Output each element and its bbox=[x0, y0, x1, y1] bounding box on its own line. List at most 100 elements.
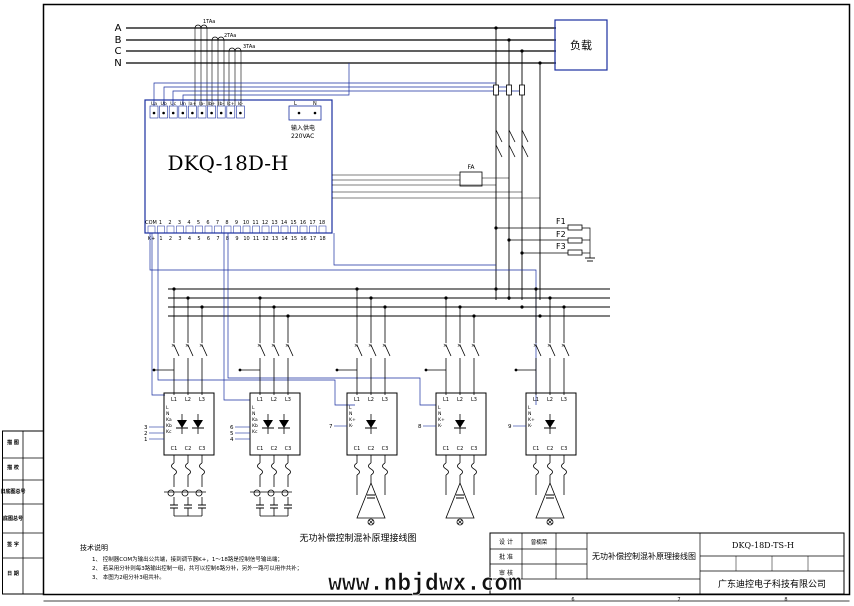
discharge-lamp-icon bbox=[368, 519, 374, 525]
terminal-box bbox=[166, 225, 175, 234]
terminal-label: 9 bbox=[235, 220, 238, 226]
breaker-contact bbox=[356, 344, 363, 357]
terminal-label: 14 bbox=[281, 220, 287, 226]
designer-name: 曾楠荣 bbox=[531, 538, 548, 546]
reactor-icon bbox=[285, 462, 291, 476]
breaker-mark: × bbox=[185, 343, 189, 349]
fuses-f: F1 F2 F3 bbox=[556, 217, 583, 256]
terminal-label: 11 bbox=[252, 220, 258, 226]
module-terminal-label: L3 bbox=[199, 397, 205, 403]
breaker-mark: × bbox=[354, 343, 358, 349]
breaker-contact bbox=[445, 344, 452, 357]
terminal-label: 6 bbox=[206, 220, 209, 226]
terminal-label: 13 bbox=[271, 220, 277, 226]
terminal-label: COM bbox=[145, 220, 157, 226]
module-terminal-label: L1 bbox=[171, 397, 177, 403]
module-input-label: L bbox=[438, 405, 441, 411]
grid-number: 7 bbox=[677, 597, 680, 603]
fuse-label: F2 bbox=[556, 230, 566, 239]
bus-junction bbox=[494, 287, 498, 291]
title-block: 设 计 批 准 审 核 曾楠荣 无功补偿控制混补原理接线图 DKQ-18D-TS… bbox=[489, 532, 845, 595]
ct-label: 2TAa bbox=[224, 33, 236, 39]
power-terminal-screw bbox=[313, 111, 317, 115]
output-label: 5 bbox=[197, 236, 200, 242]
terminal-label: Ib+ bbox=[208, 101, 216, 107]
module-terminal-label: C3 bbox=[561, 446, 568, 452]
output-label: 8 bbox=[226, 236, 229, 242]
output-label: 13 bbox=[272, 236, 278, 242]
discharge-lamp-icon bbox=[456, 518, 464, 526]
discharge-lamp-icon bbox=[547, 519, 553, 525]
reactor-icon bbox=[533, 462, 539, 476]
capacitor-icon bbox=[281, 489, 289, 497]
terminal-label: Ia- bbox=[199, 101, 205, 107]
module-terminal-label: C3 bbox=[382, 446, 389, 452]
module-terminal-label: C2 bbox=[457, 446, 464, 452]
control-wire-number: 3 bbox=[144, 425, 148, 431]
breaker-mark: × bbox=[561, 343, 565, 349]
bus-junction bbox=[238, 368, 242, 372]
ground-lead bbox=[582, 227, 591, 258]
breaker-mark: × bbox=[533, 343, 537, 349]
capacitor-icon bbox=[267, 489, 275, 497]
bus-label-a: A bbox=[115, 23, 122, 34]
fuse-fa-label: FA bbox=[467, 164, 475, 171]
module-terminal-label: C1 bbox=[533, 446, 540, 452]
control-output bbox=[223, 233, 250, 401]
breaker-mark: × bbox=[271, 343, 275, 349]
capacitor-icon bbox=[195, 489, 203, 497]
terminal-label: 3 bbox=[178, 220, 181, 226]
breaker-contact bbox=[273, 344, 280, 357]
breaker-contact bbox=[473, 344, 480, 357]
fuse-label: F3 bbox=[556, 242, 566, 251]
module-terminal-label: C1 bbox=[354, 446, 361, 452]
power-terminal-block bbox=[288, 105, 322, 121]
control-output bbox=[333, 233, 496, 266]
switch-contact bbox=[495, 129, 503, 143]
terminal-label: 5 bbox=[197, 220, 200, 226]
terminal-label: 2 bbox=[168, 220, 171, 226]
module-body bbox=[435, 392, 487, 456]
terminal-box bbox=[176, 225, 184, 234]
discharge-lamp-icon bbox=[546, 518, 554, 526]
control-output bbox=[151, 233, 165, 396]
module-input-label: Kb bbox=[252, 423, 258, 429]
breaker-mark: × bbox=[171, 343, 175, 349]
bus-label-n: N bbox=[114, 58, 121, 69]
ct-label: 3TAa bbox=[243, 44, 255, 50]
breaker-contact bbox=[201, 344, 208, 357]
control-wiring bbox=[149, 26, 610, 406]
terminal-label: 15 bbox=[290, 220, 296, 226]
terminal-screw bbox=[210, 111, 213, 115]
module-terminal-label: C2 bbox=[368, 446, 375, 452]
control-wire-number: 8 bbox=[418, 424, 422, 430]
controller-bottom-terminals: COMK+11223344556677889910101111121213131… bbox=[145, 220, 327, 242]
breaker-contact bbox=[563, 344, 570, 357]
output-label: 17 bbox=[310, 236, 316, 242]
note-line: 2、 若采用分补则每3路输出控制一组，共可以控制6路分补，另外一路可以用作共补； bbox=[92, 564, 302, 572]
module-terminal-label: L2 bbox=[547, 397, 553, 403]
feeder-fuse bbox=[506, 84, 512, 96]
module-terminal-label: L3 bbox=[382, 397, 388, 403]
power-terminal-screw bbox=[297, 111, 301, 115]
module-input-label: K+ bbox=[349, 417, 356, 423]
ct-label: 1TAa bbox=[203, 19, 215, 25]
output-label: 2 bbox=[169, 236, 172, 242]
module-input-label: K+ bbox=[528, 417, 535, 423]
voltage-tap bbox=[182, 63, 350, 106]
terminal-box bbox=[242, 225, 251, 234]
output-label: 11 bbox=[253, 236, 259, 242]
output-label: 18 bbox=[319, 236, 325, 242]
terminal-label: Ic- bbox=[238, 101, 244, 107]
reactor-icon bbox=[171, 462, 177, 476]
drawing-number: DKQ-18D-TS-H bbox=[732, 541, 794, 550]
terminal-label: 7 bbox=[216, 220, 219, 226]
terminal-label: 4 bbox=[187, 220, 190, 226]
module-terminal-label: C1 bbox=[171, 446, 178, 452]
voltage-tap bbox=[153, 82, 496, 106]
terminal-box bbox=[318, 225, 327, 234]
breaker-mark: × bbox=[257, 343, 261, 349]
terminal-label: Ib- bbox=[218, 101, 224, 107]
